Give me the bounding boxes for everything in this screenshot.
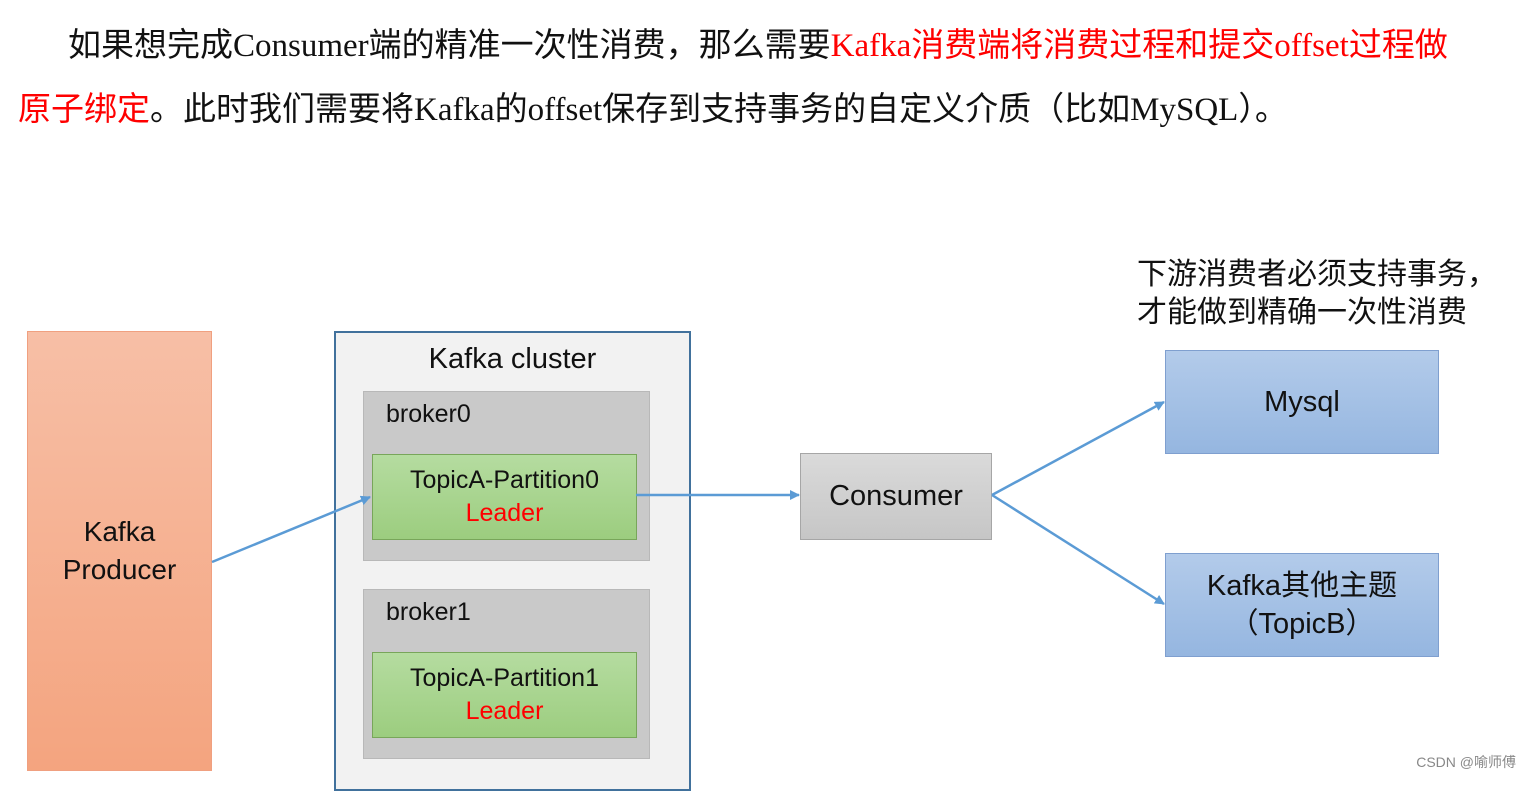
mysql-box: Mysql <box>1165 350 1439 454</box>
partition-name: TopicA-Partition1 <box>410 664 599 692</box>
broker-0: broker0 TopicA-Partition0 Leader <box>363 391 650 561</box>
arrow-consumer-to-mysql <box>991 400 1165 497</box>
producer-box: Kafka Producer <box>27 331 212 771</box>
broker-label: broker0 <box>386 400 471 428</box>
target-label-1: Mysql <box>1264 386 1340 418</box>
target-label-1: Kafka其他主题 <box>1206 570 1398 602</box>
downstream-note: 下游消费者必须支持事务， 才能做到精确一次性消费 <box>1137 256 1497 332</box>
partition-role: Leader <box>465 499 544 527</box>
paragraph-highlight: Kafka消费端将消费过程和提交offset过程做原子绑定 <box>18 28 1448 128</box>
broker-label: broker1 <box>386 598 471 626</box>
note-line-2: 才能做到精确一次性消费 <box>1137 296 1467 329</box>
producer-label-2: Producer <box>62 554 177 585</box>
broker-1: broker1 TopicA-Partition1 Leader <box>363 589 650 759</box>
arrow-consumer-to-topicb <box>991 493 1165 606</box>
partition-box: TopicA-Partition0 Leader <box>372 454 637 540</box>
paragraph-text-1: 如果想完成Consumer端的精准一次性消费，那么需要 <box>68 28 831 64</box>
partition-name: TopicA-Partition0 <box>410 466 599 494</box>
partition-role: Leader <box>465 697 544 725</box>
watermark: CSDN @喻师傅 <box>1416 754 1516 770</box>
paragraph-text-2: 。此时我们需要将Kafka的offset保存到支持事务的自定义介质（比如MySQ… <box>150 92 1288 128</box>
cluster-title: Kafka cluster <box>428 343 597 375</box>
target-label-2: （TopicB） <box>1229 608 1375 640</box>
consumer-box: Consumer <box>800 453 992 540</box>
intro-paragraph: 如果想完成Consumer端的精准一次性消费，那么需要Kafka消费端将消费过程… <box>18 14 1468 142</box>
producer-label-1: Kafka <box>83 516 156 547</box>
arrow-producer-to-partition <box>211 495 371 564</box>
note-line-1: 下游消费者必须支持事务， <box>1137 258 1497 291</box>
kafka-topic-box: Kafka其他主题 （TopicB） <box>1165 553 1439 657</box>
kafka-cluster-box: Kafka cluster broker0 TopicA-Partition0 … <box>334 331 691 791</box>
consumer-label: Consumer <box>829 480 963 512</box>
partition-box: TopicA-Partition1 Leader <box>372 652 637 738</box>
